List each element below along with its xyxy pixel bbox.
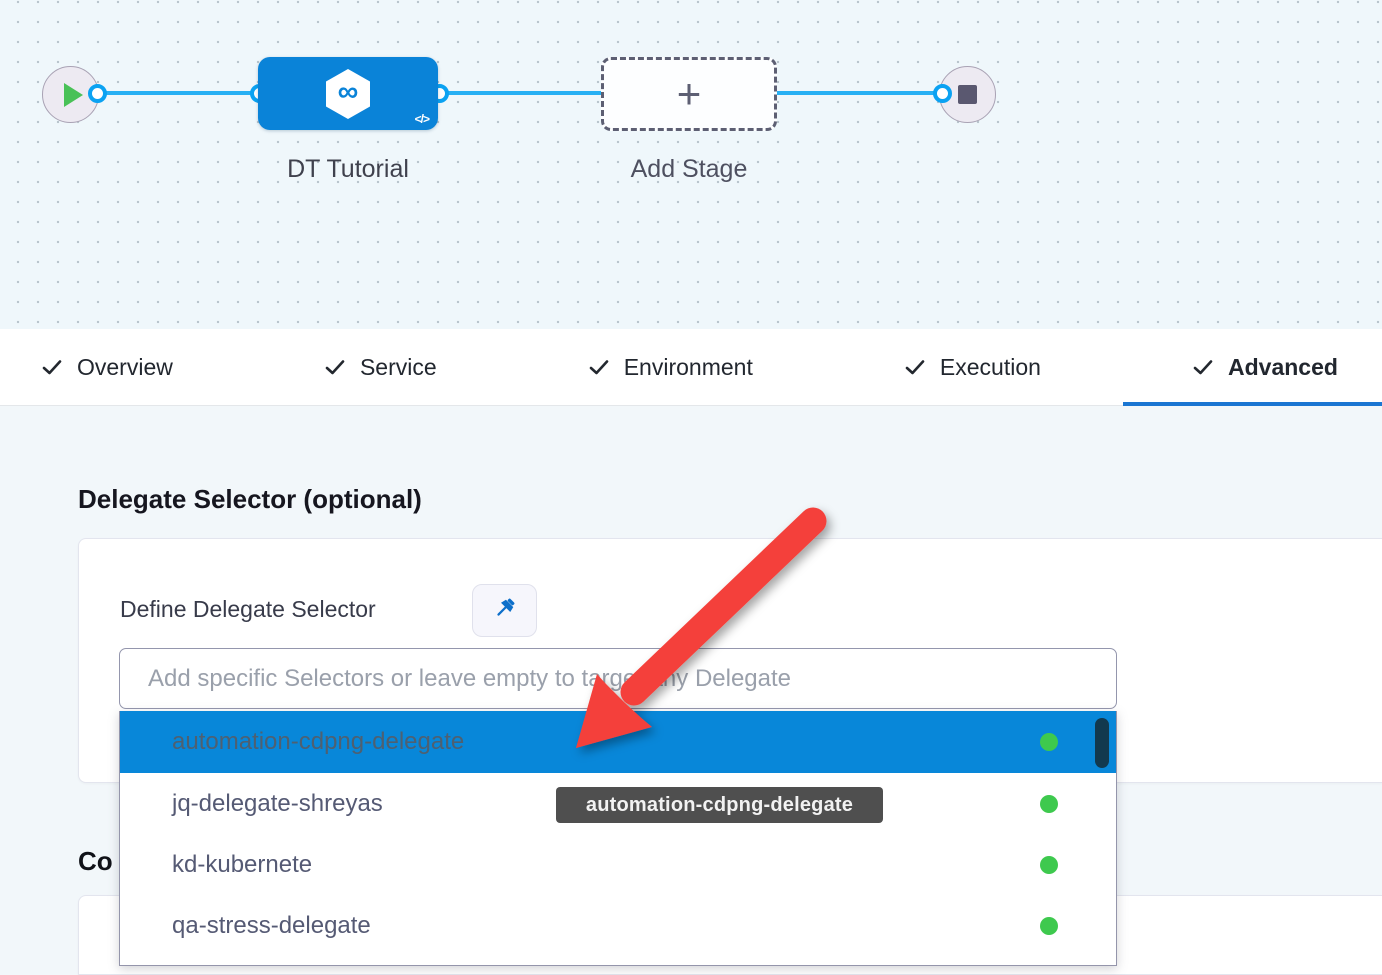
stage-label: DT Tutorial	[287, 155, 409, 183]
edge-start-to-stage	[96, 91, 262, 95]
tab-environment[interactable]: Environment	[587, 354, 753, 381]
tooltip-text: automation-cdpng-delegate	[585, 793, 854, 816]
tab-label: Service	[359, 353, 437, 380]
dropdown-item-label: kd-kubernete	[172, 850, 313, 878]
delegate-tooltip: automation-cdpng-delegate	[556, 787, 883, 823]
check-icon	[903, 355, 927, 379]
dropdown-scrollbar-thumb[interactable]	[1095, 718, 1109, 768]
add-stage-button[interactable]: +	[601, 57, 777, 131]
dropdown-item-label: automation-cdpng-delegate	[172, 728, 465, 755]
next-section-heading-partial: Co	[78, 846, 113, 876]
tab-label: Execution	[939, 353, 1041, 380]
active-tab-underline	[1123, 402, 1382, 406]
delegate-status-dot	[1040, 794, 1058, 813]
delegate-status-dot	[1040, 855, 1058, 874]
dropdown-item-label: jq-delegate-shreyas	[172, 789, 383, 817]
check-icon	[40, 355, 64, 379]
dropdown-item[interactable]: qa-stress-delegate	[120, 895, 1116, 956]
stage-node-dt-tutorial[interactable]: ∞ </>	[258, 57, 438, 130]
plus-icon: +	[676, 70, 702, 117]
delegate-status-dot	[1040, 733, 1058, 751]
section-title-delegate-selector: Delegate Selector (optional)	[78, 484, 422, 514]
connector-port[interactable]	[933, 84, 952, 103]
code-icon: </>	[414, 112, 430, 126]
delegate-dropdown: automation-cdpng-delegate jq-delegate-sh…	[119, 711, 1117, 966]
play-icon	[63, 82, 83, 107]
pipeline-canvas[interactable]: ∞ </> DT Tutorial + Add Stage	[0, 0, 1382, 329]
tab-label: Overview	[77, 353, 173, 380]
connector-port[interactable]	[88, 84, 107, 103]
tab-advanced[interactable]: Advanced	[1191, 354, 1338, 381]
tab-service[interactable]: Service	[323, 354, 437, 381]
edge-stage-to-addstage	[438, 91, 605, 95]
tab-label: Environment	[623, 353, 753, 380]
define-delegate-selector-label: Define Delegate Selector	[120, 596, 376, 622]
tab-label: Advanced	[1228, 353, 1338, 380]
pipeline-end-node[interactable]	[939, 66, 996, 123]
dropdown-item-label: qa-stress-delegate	[172, 911, 371, 939]
delegate-status-dot	[1040, 916, 1058, 935]
stop-icon	[958, 85, 977, 104]
delegate-selector-input[interactable]	[119, 648, 1117, 709]
edge-addstage-to-end	[773, 91, 943, 95]
stage-tabbar: Overview Service Environment Execution A…	[0, 329, 1382, 406]
add-stage-label: Add Stage	[630, 155, 748, 183]
pin-button[interactable]	[472, 584, 537, 637]
pin-icon	[492, 595, 518, 626]
dropdown-item[interactable]: jq-delegate-shreyas	[120, 773, 1116, 834]
tab-overview[interactable]: Overview	[40, 354, 173, 381]
check-icon	[323, 355, 347, 379]
check-icon	[587, 355, 611, 379]
tab-execution[interactable]: Execution	[903, 354, 1041, 381]
dropdown-item[interactable]: automation-cdpng-delegate	[120, 711, 1116, 773]
dropdown-item[interactable]: kd-kubernete	[120, 834, 1116, 895]
infinity-glyph: ∞	[337, 76, 359, 108]
check-icon	[1191, 355, 1215, 379]
harness-hexagon-icon: ∞	[324, 68, 372, 120]
